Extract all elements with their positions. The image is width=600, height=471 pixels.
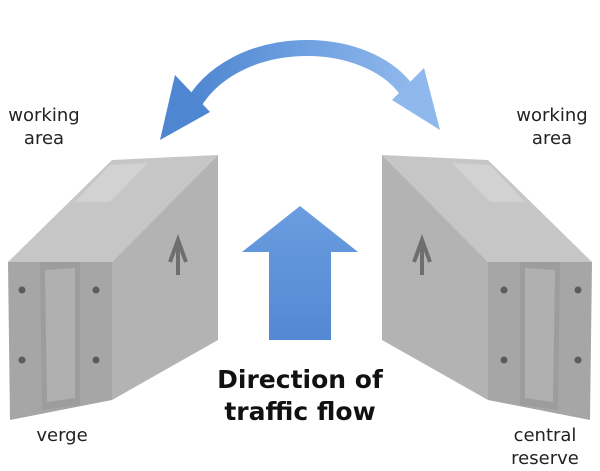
concrete-barrier-icon — [382, 155, 592, 420]
verge-label: verge — [36, 425, 88, 446]
up-arrow-icon — [242, 206, 358, 340]
working-area-left-label: working area — [8, 105, 80, 149]
concrete-barrier-icon — [8, 155, 218, 420]
caption-line-2: traffic flow — [224, 397, 376, 426]
working-area-right-label: working area — [516, 105, 588, 149]
caption-line-1: Direction of — [217, 365, 383, 394]
curved-double-arrow-icon — [160, 40, 440, 140]
central-reserve-label: central reserve — [511, 425, 579, 469]
